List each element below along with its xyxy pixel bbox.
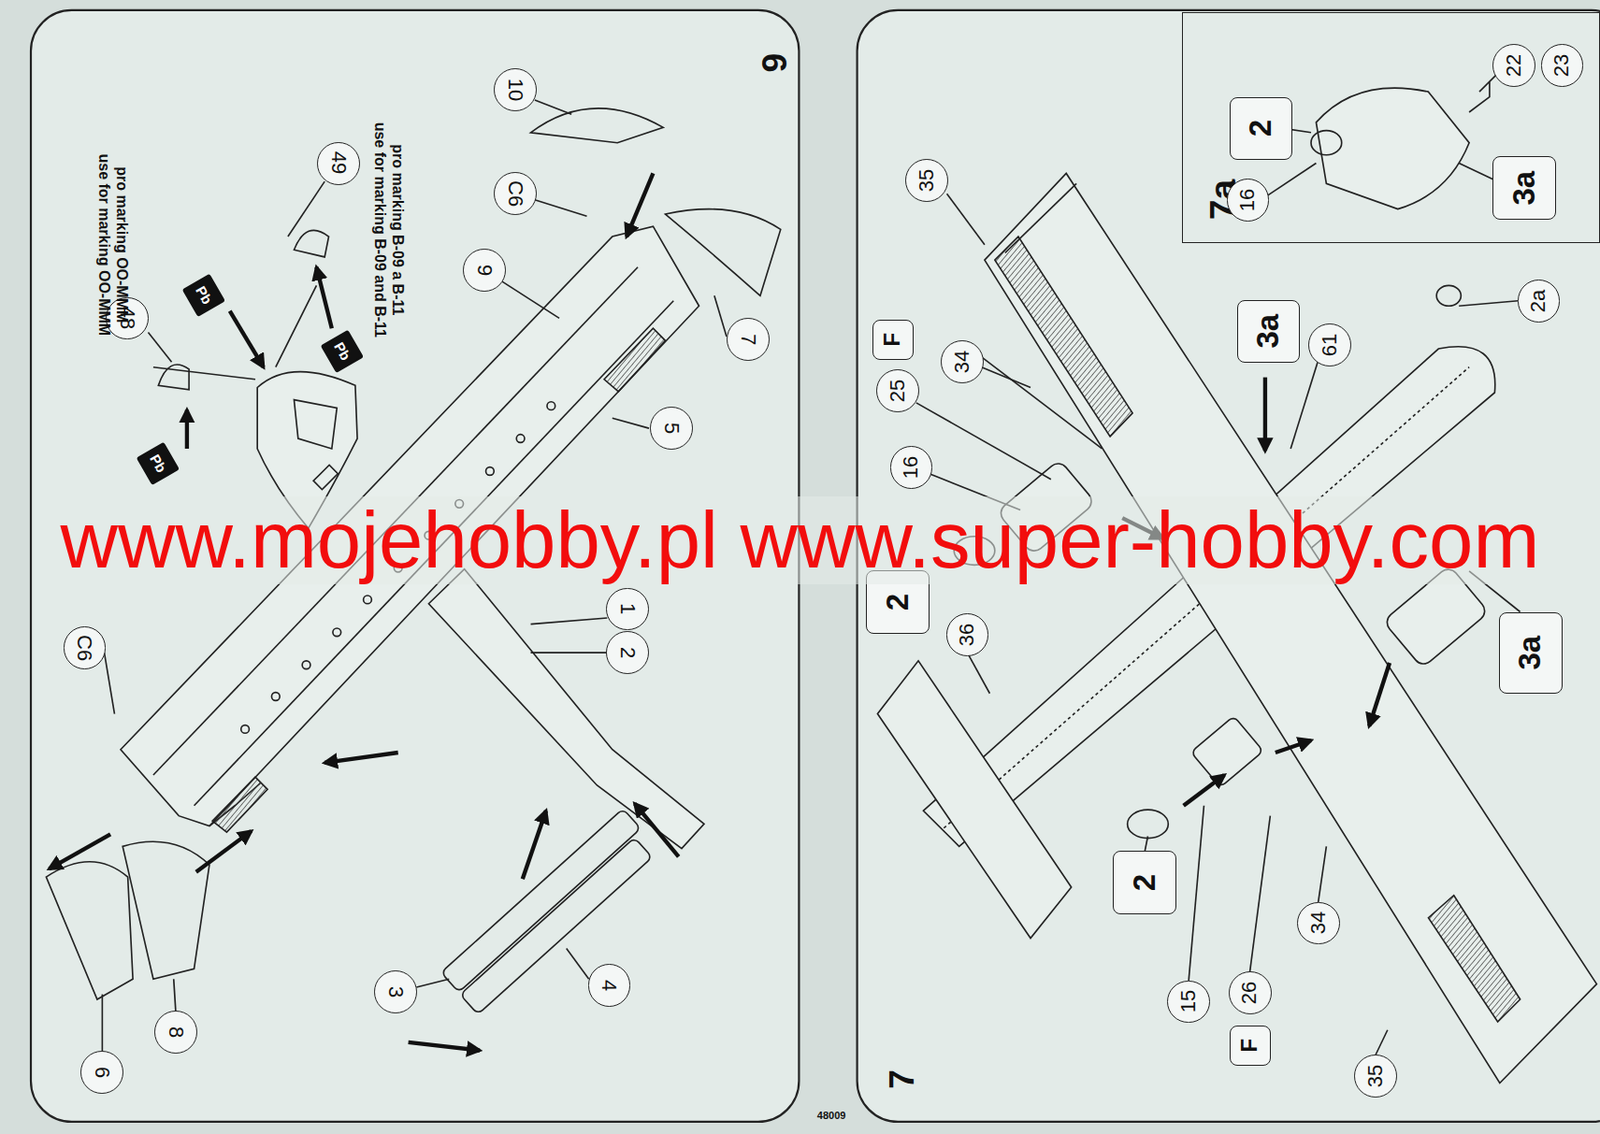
callout-text: 3a — [1251, 314, 1285, 349]
callout-number: 7 — [726, 317, 770, 361]
page-number: 7 — [883, 1069, 923, 1090]
callout-number: C6 — [63, 626, 107, 670]
callout-number: 35 — [905, 158, 949, 202]
callout-text: 34 — [951, 350, 974, 374]
callout-text: 49 — [327, 151, 350, 174]
part-box: 2 — [1112, 850, 1177, 915]
callout-text: 2 — [1127, 874, 1162, 892]
callout-number: 61 — [1308, 323, 1352, 367]
callout-text: 15 — [1177, 990, 1200, 1013]
marking-note: pro marking OO-MMM — [114, 166, 131, 323]
callout-number: 4 — [588, 964, 632, 1008]
callout-text: 2 — [616, 647, 639, 659]
callout-number: 6 — [80, 1051, 124, 1095]
callout-text: 9 — [473, 264, 496, 276]
callout-number: 1 — [605, 588, 649, 632]
callout-text: 2 — [1243, 119, 1278, 137]
callout-number: 25 — [876, 369, 920, 413]
callout-number: 36 — [946, 613, 990, 657]
marking-note: use for marking OO-MMM — [95, 153, 113, 336]
callout-text: 16 — [899, 456, 923, 479]
callout-text: 22 — [1502, 53, 1526, 76]
callout-text: 8 — [164, 1026, 188, 1038]
callout-text: 7 — [736, 333, 760, 346]
callout-text: 23 — [1550, 53, 1573, 76]
sheet-code: 48009 — [817, 1109, 847, 1122]
callout-text: 2 — [880, 593, 915, 611]
page-number: 6 — [752, 53, 792, 73]
callout-number: 2 — [605, 631, 649, 675]
part-box: 3a — [1499, 612, 1563, 694]
part-box: F — [872, 319, 914, 361]
callout-text: 26 — [1239, 980, 1262, 1004]
callout-text: 25 — [886, 379, 909, 403]
callout-text: 10 — [504, 78, 527, 101]
callout-number: 49 — [317, 142, 361, 186]
callout-text: F — [1238, 1038, 1263, 1053]
callout-number: 23 — [1541, 43, 1585, 87]
callout-text: F — [880, 332, 906, 347]
part-box: 3a — [1237, 300, 1301, 364]
callout-text: 3a — [1507, 170, 1542, 205]
callout-text: 3a — [1513, 635, 1548, 671]
callout-text: C6 — [504, 180, 527, 207]
callout-number: 34 — [1297, 902, 1341, 946]
watermark: www.mojehobby.pl www.super-hobby.com — [60, 496, 1541, 585]
callout-text: 16 — [1236, 188, 1259, 212]
part-box: F — [1229, 1025, 1271, 1067]
callout-number: 22 — [1492, 43, 1536, 87]
callout-number: 35 — [1354, 1054, 1398, 1098]
callout-text: C6 — [72, 634, 96, 662]
marking-note: use for marking B-09 and B-11 — [371, 121, 389, 337]
part-box: 3a — [1492, 156, 1557, 220]
callout-number: 3 — [374, 970, 418, 1014]
callout-number: 10 — [493, 68, 537, 112]
callout-number: 5 — [649, 406, 693, 450]
marking-note: pro marking B-09 a B-11 — [389, 144, 407, 316]
callout-number: 2a — [1517, 279, 1561, 323]
callout-number: 16 — [1226, 178, 1270, 222]
callout-text: 61 — [1318, 333, 1341, 357]
callout-text: 34 — [1307, 911, 1330, 935]
callout-text: 5 — [660, 422, 683, 434]
callout-text: 1 — [616, 603, 639, 615]
callout-number: 26 — [1228, 971, 1272, 1015]
callout-text: 2a — [1527, 289, 1550, 313]
part-box: 2 — [1229, 97, 1294, 161]
callout-text: 4 — [597, 980, 620, 992]
callout-number: 16 — [890, 446, 934, 490]
callout-number: C6 — [493, 172, 537, 216]
callout-text: 36 — [955, 622, 979, 646]
callout-text: 35 — [915, 169, 938, 192]
callout-text: 3 — [384, 986, 407, 998]
callout-text: 35 — [1364, 1065, 1387, 1088]
callout-text: 6 — [90, 1066, 114, 1079]
callout-number: 34 — [940, 340, 984, 384]
callout-number: 9 — [462, 248, 506, 292]
inset-panel: 7a2163a2223 — [1181, 12, 1600, 244]
callout-number: 8 — [154, 1010, 198, 1054]
